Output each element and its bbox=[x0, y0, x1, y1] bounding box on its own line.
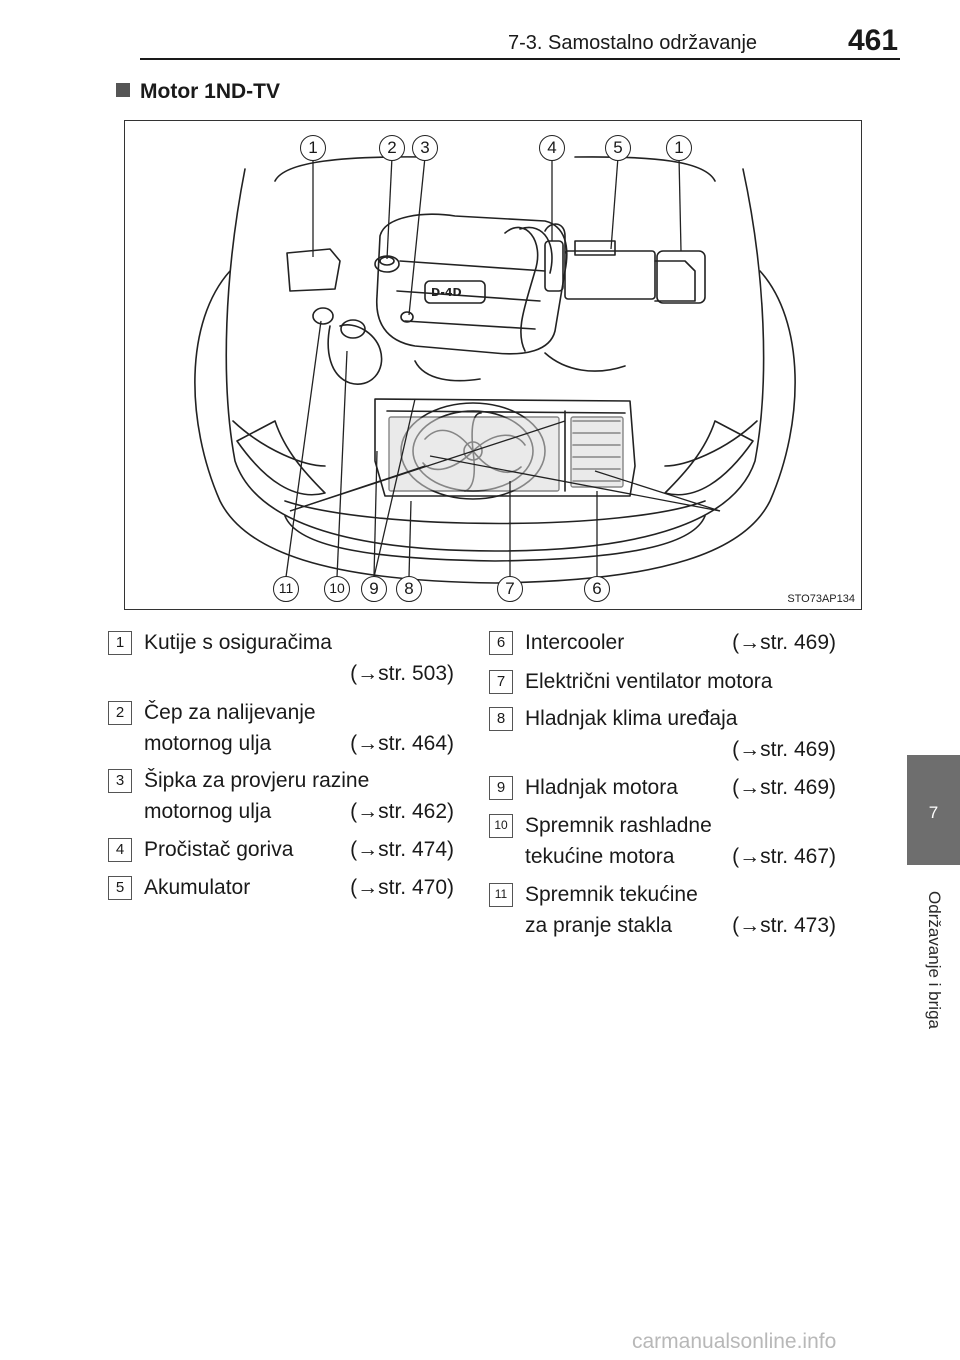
callout-bottom-10: 10 bbox=[324, 576, 350, 602]
square-bullet-icon bbox=[116, 83, 130, 97]
engine-bay-figure: D-4D 1 2 3 4 5 1 11 10 9 8 7 6 bbox=[124, 120, 862, 610]
legend-badge: 3 bbox=[108, 769, 132, 793]
callout-top-4: 4 bbox=[539, 135, 565, 161]
legend-text: Kutije s osiguračima bbox=[144, 631, 332, 654]
legend-ref: (→str. 469) bbox=[732, 631, 836, 654]
callout-top-2: 2 bbox=[379, 135, 405, 161]
legend-ref: (→str. 469) bbox=[732, 776, 836, 799]
legend-item-5: 5 Akumulator (→str. 470) bbox=[108, 872, 454, 904]
legend-badge: 2 bbox=[108, 701, 132, 725]
callout-top-5: 5 bbox=[605, 135, 631, 161]
legend-badge: 10 bbox=[489, 814, 513, 838]
legend-text: Šipka za provjeru razine bbox=[144, 769, 370, 792]
legend-item-10: 10 Spremnik rashladne tekućine motora (→… bbox=[489, 810, 836, 872]
legend-badge: 8 bbox=[489, 707, 513, 731]
callout-top-6: 1 bbox=[666, 135, 692, 161]
callout-bottom-9: 9 bbox=[361, 576, 387, 602]
engine-bay-illustration: D-4D bbox=[194, 156, 796, 584]
legend-item-2: 2 Čep za nalijevanje motornog ulja (→str… bbox=[108, 697, 454, 759]
legend-badge: 5 bbox=[108, 876, 132, 900]
legend-badge: 9 bbox=[489, 776, 513, 800]
section-heading-text: Motor 1ND-TV bbox=[140, 80, 280, 103]
legend-text-line2: za pranje stakla bbox=[525, 914, 673, 937]
legend-text-line2: motornog ulja bbox=[144, 732, 272, 755]
callout-bottom-6: 6 bbox=[584, 576, 610, 602]
callout-bottom-7: 7 bbox=[497, 576, 523, 602]
legend-text: Akumulator bbox=[144, 876, 251, 899]
legend-item-3: 3 Šipka za provjeru razine motornog ulja… bbox=[108, 765, 454, 827]
legend-item-8: 8 Hladnjak klima uređaja (→str. 469) bbox=[489, 703, 836, 765]
legend-text: Električni ventilator motora bbox=[525, 670, 773, 693]
section-heading: Motor 1ND-TV bbox=[116, 80, 280, 104]
legend-ref: (→str. 462) bbox=[350, 800, 454, 823]
legend-ref: (→str. 470) bbox=[350, 876, 454, 899]
legend-text-line2: tekućine motora bbox=[525, 845, 675, 868]
legend-text: Čep za nalijevanje bbox=[144, 701, 316, 724]
legend-text: Hladnjak klima uređaja bbox=[525, 707, 738, 730]
legend-item-9: 9 Hladnjak motora (→str. 469) bbox=[489, 772, 836, 804]
callout-bottom-8: 8 bbox=[396, 576, 422, 602]
header-rule bbox=[140, 58, 900, 60]
legend-item-7: 7 Električni ventilator motora bbox=[489, 666, 836, 698]
legend-text-line2: motornog ulja bbox=[144, 800, 272, 823]
watermark: carmanualsonline.info bbox=[632, 1330, 837, 1353]
legend-item-4: 4 Pročistač goriva (→str. 474) bbox=[108, 834, 454, 866]
legend-badge: 6 bbox=[489, 631, 513, 655]
legend-text: Intercooler bbox=[525, 631, 625, 654]
legend-badge: 11 bbox=[489, 883, 513, 907]
legend-ref: (→str. 469) bbox=[732, 738, 836, 761]
legend-item-6: 6 Intercooler (→str. 469) bbox=[489, 627, 836, 659]
legend-text: Spremnik tekućine bbox=[525, 883, 698, 906]
legend-ref: (→str. 473) bbox=[732, 914, 836, 937]
chapter-label: Održavanje i briga bbox=[925, 891, 944, 1029]
figure-code: STO73AP134 bbox=[787, 593, 855, 605]
legend-text: Pročistač goriva bbox=[144, 838, 294, 861]
callout-bottom-11: 11 bbox=[273, 576, 299, 602]
engine-badge: D-4D bbox=[431, 286, 462, 299]
legend-badge: 4 bbox=[108, 838, 132, 862]
legend-item-11: 11 Spremnik tekućine za pranje stakla (→… bbox=[489, 879, 836, 941]
callout-top-1: 1 bbox=[300, 135, 326, 161]
page-number: 461 bbox=[848, 24, 899, 57]
legend-badge: 1 bbox=[108, 631, 132, 655]
header-section-title: 7-3. Samostalno održavanje bbox=[508, 32, 758, 54]
chapter-number: 7 bbox=[928, 803, 939, 822]
legend-ref: (→str. 474) bbox=[350, 838, 454, 861]
chapter-tab: 7 bbox=[907, 755, 960, 865]
legend-item-1: 1 Kutije s osiguračima (→str. 503) bbox=[108, 627, 454, 689]
legend-text: Hladnjak motora bbox=[525, 776, 678, 799]
legend-ref: (→str. 503) bbox=[350, 662, 454, 685]
legend-badge: 7 bbox=[489, 670, 513, 694]
callout-top-3: 3 bbox=[412, 135, 438, 161]
legend-ref: (→str. 464) bbox=[350, 732, 454, 755]
legend-text: Spremnik rashladne bbox=[525, 814, 712, 837]
legend-ref: (→str. 467) bbox=[732, 845, 836, 868]
